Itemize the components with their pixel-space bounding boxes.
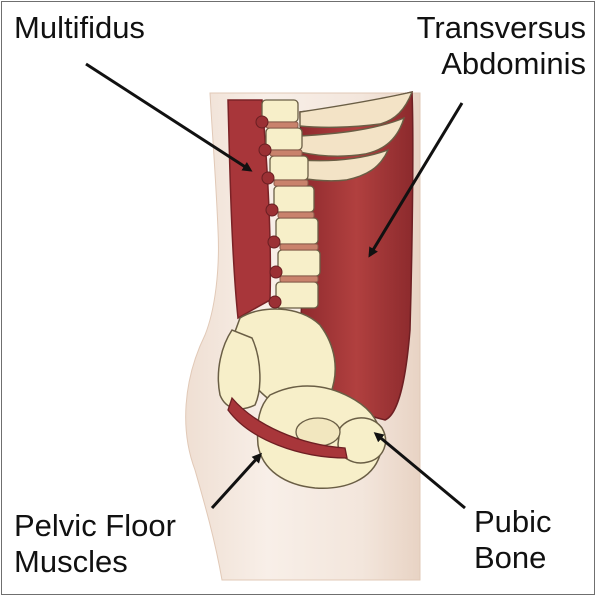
pelvic-floor-muscle: [227, 396, 348, 459]
label-pubic-line2: Bone: [474, 540, 547, 575]
label-transversus-line1: Transversus: [416, 10, 586, 45]
label-multifidus: Multifidus: [14, 10, 145, 46]
label-pelvic-floor-muscles: Pelvic Floor Muscles: [14, 508, 176, 580]
label-pubic-line1: Pubic: [474, 504, 552, 539]
label-transversus-line2: Abdominis: [441, 46, 586, 81]
arrow-pubic-bone: [373, 432, 466, 510]
label-transversus-abdominis: Transversus Abdominis: [417, 10, 586, 82]
label-pelvic-line1: Pelvic Floor: [14, 508, 176, 543]
ribs: [299, 91, 414, 182]
spine: [255, 99, 321, 309]
pointer-arrows: [85, 62, 466, 510]
arrow-multifidus: [85, 62, 253, 172]
label-pelvic-line2: Muscles: [14, 544, 128, 579]
arrow-pelvic-floor: [210, 452, 263, 510]
arrow-transversus: [368, 102, 464, 258]
label-pubic-bone: Pubic Bone: [474, 504, 552, 576]
label-multifidus-text: Multifidus: [14, 10, 145, 45]
